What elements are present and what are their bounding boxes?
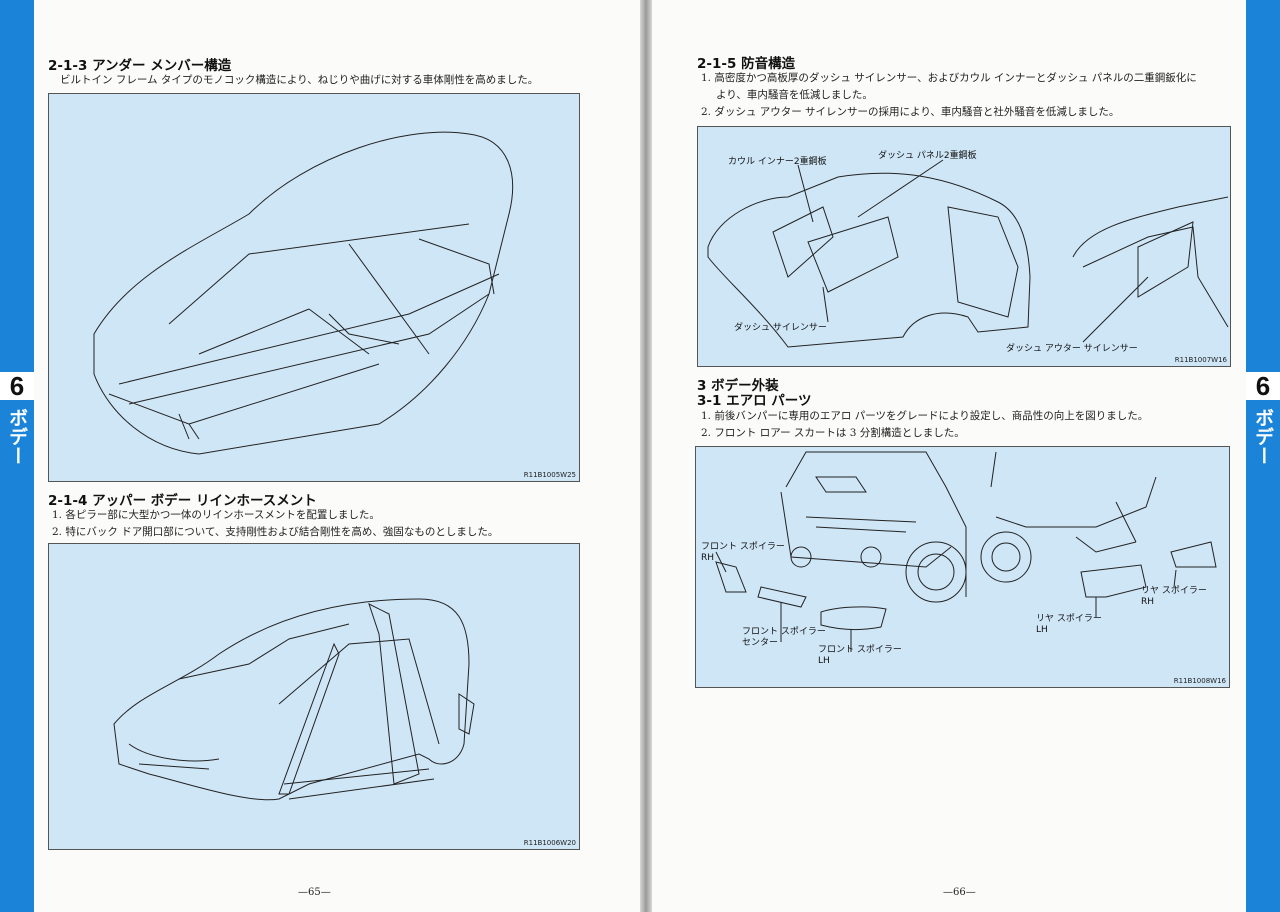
figure-under-member: R11B1005W25 xyxy=(48,93,580,482)
list-item: 1. 前後バンパーに専用のエアロ パーツをグレードにより設定し、商品性の向上を図… xyxy=(701,410,1149,422)
figure-code: R11B1007W16 xyxy=(1174,356,1227,364)
under-member-illustration xyxy=(93,131,514,455)
callout-label: センター xyxy=(742,638,779,648)
section-title-2-1-4: 2-1-4 アッパー ボデー リインホースメント xyxy=(48,493,317,509)
section-text: ビルトイン フレーム タイプのモノコック構造により、ねじりや曲げに対する車体剛性… xyxy=(60,74,539,86)
list-item-continued: より、車内騒音を低減しました。 xyxy=(716,89,873,101)
list-item: 2. フロント ロアー スカートは 3 分割構造としました。 xyxy=(701,427,965,439)
callout-label: RH xyxy=(701,553,715,563)
sound-insulation-illustration xyxy=(707,159,1229,348)
list-item: 1. 各ピラー部に大型かつ一体のリインホースメントを配置しました。 xyxy=(52,509,380,521)
figure-sound-insulation: カウル インナー2重鋼板 ダッシュ パネル2重鋼板 ダッシュ サイレンサー ダッ… xyxy=(697,126,1231,367)
callout-label: RH xyxy=(1141,597,1155,607)
figure-code: R11B1005W25 xyxy=(523,471,576,479)
section-title-3-1: 3-1 エアロ パーツ xyxy=(697,393,812,409)
callout-label: ダッシュ パネル2重鋼板 xyxy=(878,151,977,161)
upper-body-illustration xyxy=(113,598,475,801)
callout-label: フロント スポイラー xyxy=(742,627,826,637)
callout-label: リヤ スポイラー xyxy=(1036,614,1102,624)
chapter-label: ボデー xyxy=(1252,408,1274,465)
figure-aero-parts: フロント スポイラー RH フロント スポイラー センター フロント スポイラー… xyxy=(695,446,1230,688)
section-title-2-1-5: 2-1-5 防音構造 xyxy=(697,56,796,72)
callout-label: カウル インナー2重鋼板 xyxy=(728,157,827,167)
chapter-tab-left: 6 ボデー xyxy=(0,0,34,912)
list-item: 2. ダッシュ アウター サイレンサーの採用により、車内騒音と社外騒音を低減しま… xyxy=(701,106,1120,118)
callout-label: ダッシュ サイレンサー xyxy=(734,323,827,333)
callout-label: フロント スポイラー xyxy=(818,645,902,655)
figure-code: R11B1006W20 xyxy=(523,839,576,847)
callout-label: LH xyxy=(818,656,830,666)
chapter-label: ボデー xyxy=(6,408,28,465)
section-title-2-1-3: 2-1-3 アンダー メンバー構造 xyxy=(48,58,232,74)
figure-upper-body-reinforcement: R11B1006W20 xyxy=(48,543,580,850)
figure-code: R11B1008W16 xyxy=(1173,677,1226,685)
page-number: —65— xyxy=(298,887,331,898)
section-title-3: 3 ボデー外装 xyxy=(697,378,779,394)
page-number: —66— xyxy=(943,887,976,898)
book-gutter xyxy=(640,0,652,912)
chapter-number: 6 xyxy=(1246,372,1280,400)
callout-label: フロント スポイラー xyxy=(701,542,785,552)
chapter-number: 6 xyxy=(0,372,34,400)
aero-parts-illustration xyxy=(715,451,1217,652)
list-item: 1. 高密度かつ高板厚のダッシュ サイレンサー、およびカウル インナーとダッシュ… xyxy=(701,72,1197,84)
callout-label: LH xyxy=(1036,625,1048,635)
list-item: 2. 特にバック ドア開口部について、支持剛性および結合剛性を高め、強固なものと… xyxy=(52,526,499,538)
chapter-tab-right: 6 ボデー xyxy=(1246,0,1280,912)
callout-label: リヤ スポイラー xyxy=(1141,586,1207,596)
callout-label: ダッシュ アウター サイレンサー xyxy=(1006,344,1138,354)
